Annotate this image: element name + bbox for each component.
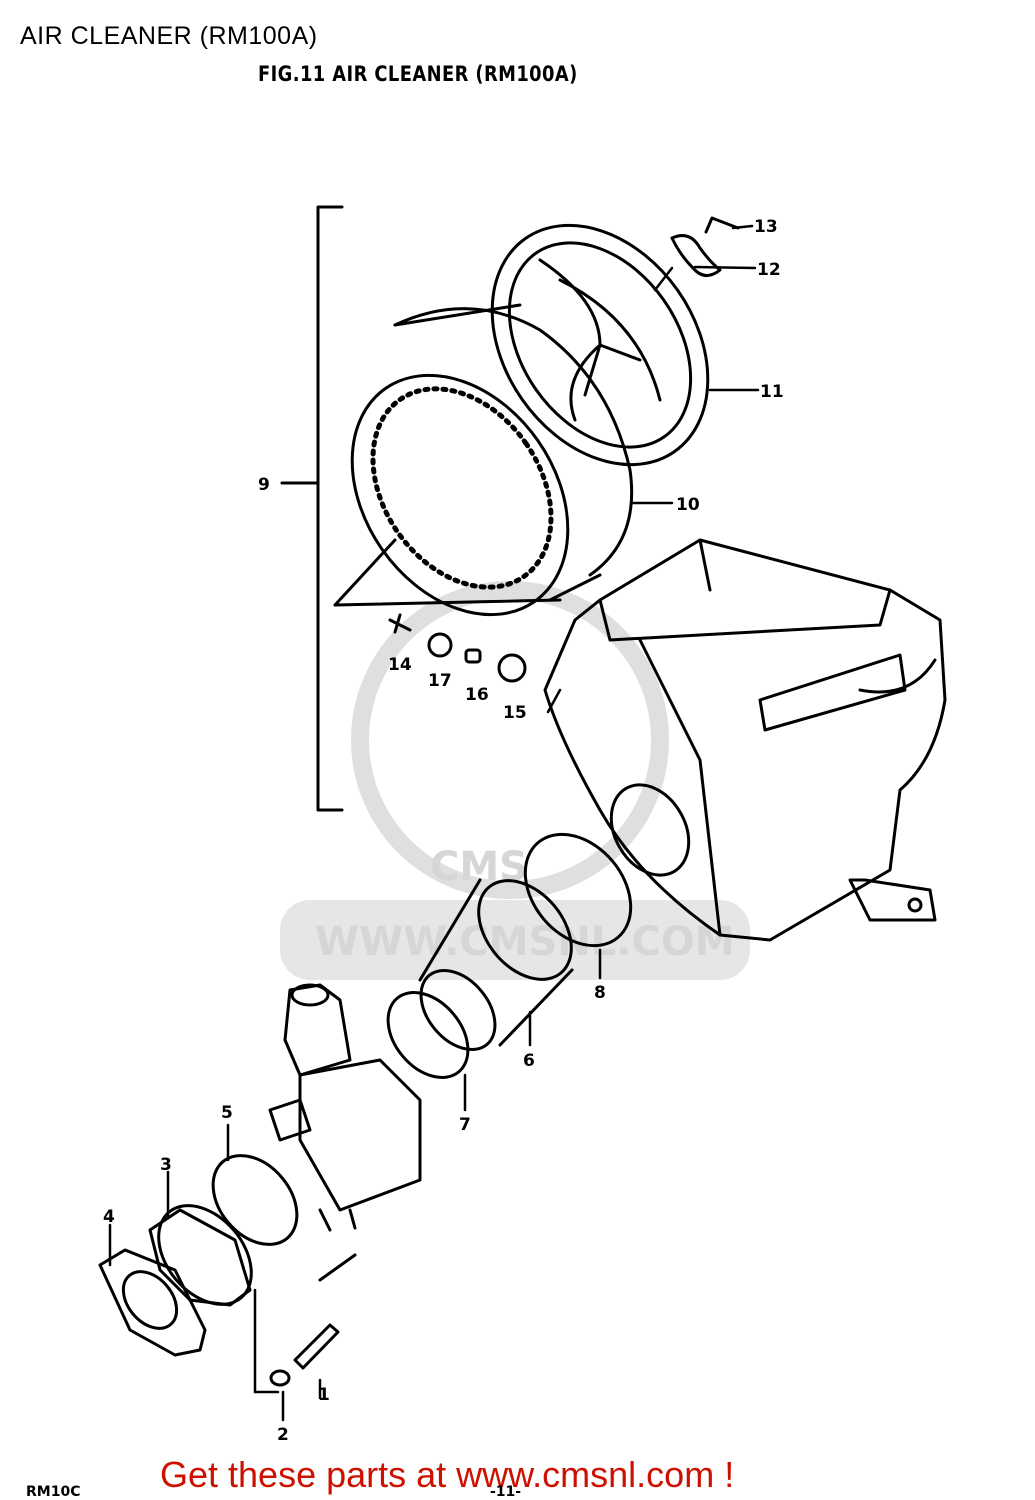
callout-17: 17 xyxy=(428,671,452,691)
outlet-pipe-part-6 xyxy=(418,878,574,1051)
callout-14: 14 xyxy=(388,655,412,675)
callout-2: 2 xyxy=(277,1425,289,1445)
washer-part-17 xyxy=(427,632,453,658)
intake-pipe-part-3 xyxy=(148,1204,253,1307)
callout-4: 4 xyxy=(103,1207,115,1227)
callout-5: 5 xyxy=(221,1103,233,1123)
model-code: RM10C xyxy=(26,1484,81,1500)
watermark-url: WWW.CMSNL.COM xyxy=(315,919,735,965)
callout-15: 15 xyxy=(503,703,527,723)
parts-link[interactable]: Get these parts at www.cmsnl.com ! xyxy=(160,1454,735,1495)
collar-part-16 xyxy=(464,648,482,664)
carburetor xyxy=(268,983,422,1282)
screw-part-13 xyxy=(704,216,740,234)
callout-7: 7 xyxy=(459,1115,471,1135)
air-cleaner-case xyxy=(543,538,947,942)
washer-part-2 xyxy=(269,1369,291,1387)
callout-10: 10 xyxy=(676,495,700,515)
callout-3: 3 xyxy=(160,1155,172,1175)
page-number: -11- xyxy=(490,1484,522,1500)
callout-9: 9 xyxy=(258,475,270,495)
callout-1: 1 xyxy=(318,1385,330,1405)
callout-12: 12 xyxy=(757,260,781,280)
callout-16: 16 xyxy=(465,685,489,705)
leader-lines xyxy=(108,224,760,1422)
clamp-part-7 xyxy=(386,991,470,1079)
cushion-part-15 xyxy=(497,653,527,683)
watermark: CMS WWW.CMSNL.COM xyxy=(280,581,750,980)
callout-labels: 1 2 3 4 5 6 7 8 9 10 11 12 13 14 15 16 1… xyxy=(103,217,784,1445)
assembly-bracket xyxy=(316,205,344,812)
wing-nut-part-12 xyxy=(670,234,722,277)
cleaner-cap-part-11 xyxy=(490,223,710,467)
bolt-part-1 xyxy=(293,1323,340,1370)
callout-13: 13 xyxy=(754,217,778,237)
figure-title: FIG.11 AIR CLEANER (RM100A) xyxy=(258,62,578,86)
bolt-part-14 xyxy=(388,613,412,634)
clamp-part-8 xyxy=(523,832,633,948)
callout-6: 6 xyxy=(523,1051,535,1071)
page-title: AIR CLEANER (RM100A) xyxy=(20,22,318,50)
clamp-part-5 xyxy=(211,1154,299,1246)
gasket-part-4 xyxy=(98,1248,207,1357)
callout-11: 11 xyxy=(760,382,784,402)
callout-8: 8 xyxy=(594,983,606,1003)
